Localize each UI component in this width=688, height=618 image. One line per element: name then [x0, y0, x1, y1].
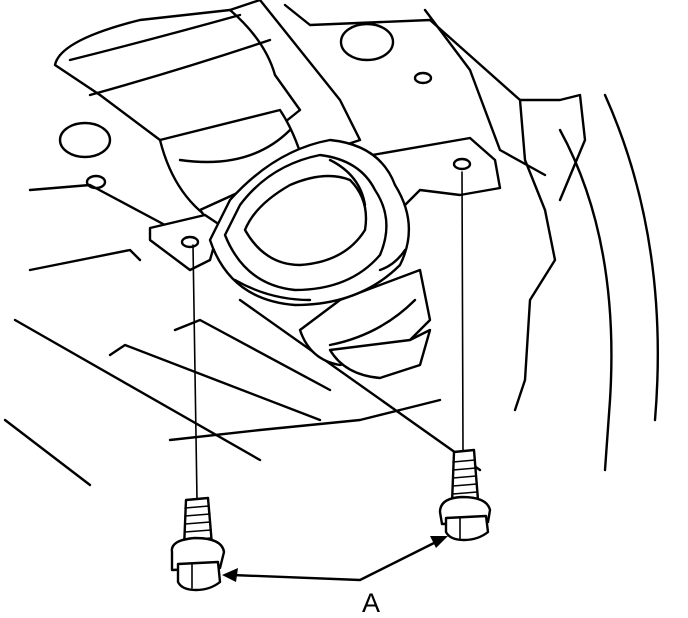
callout-a-label: A — [362, 588, 380, 618]
flange-bolt-left — [170, 496, 226, 592]
flange-bolt-right — [438, 448, 492, 542]
callout-a-leader — [222, 536, 448, 582]
center-support-bearing — [148, 136, 502, 307]
floor-panel — [3, 3, 659, 487]
bolt-guide-lines — [192, 171, 464, 501]
